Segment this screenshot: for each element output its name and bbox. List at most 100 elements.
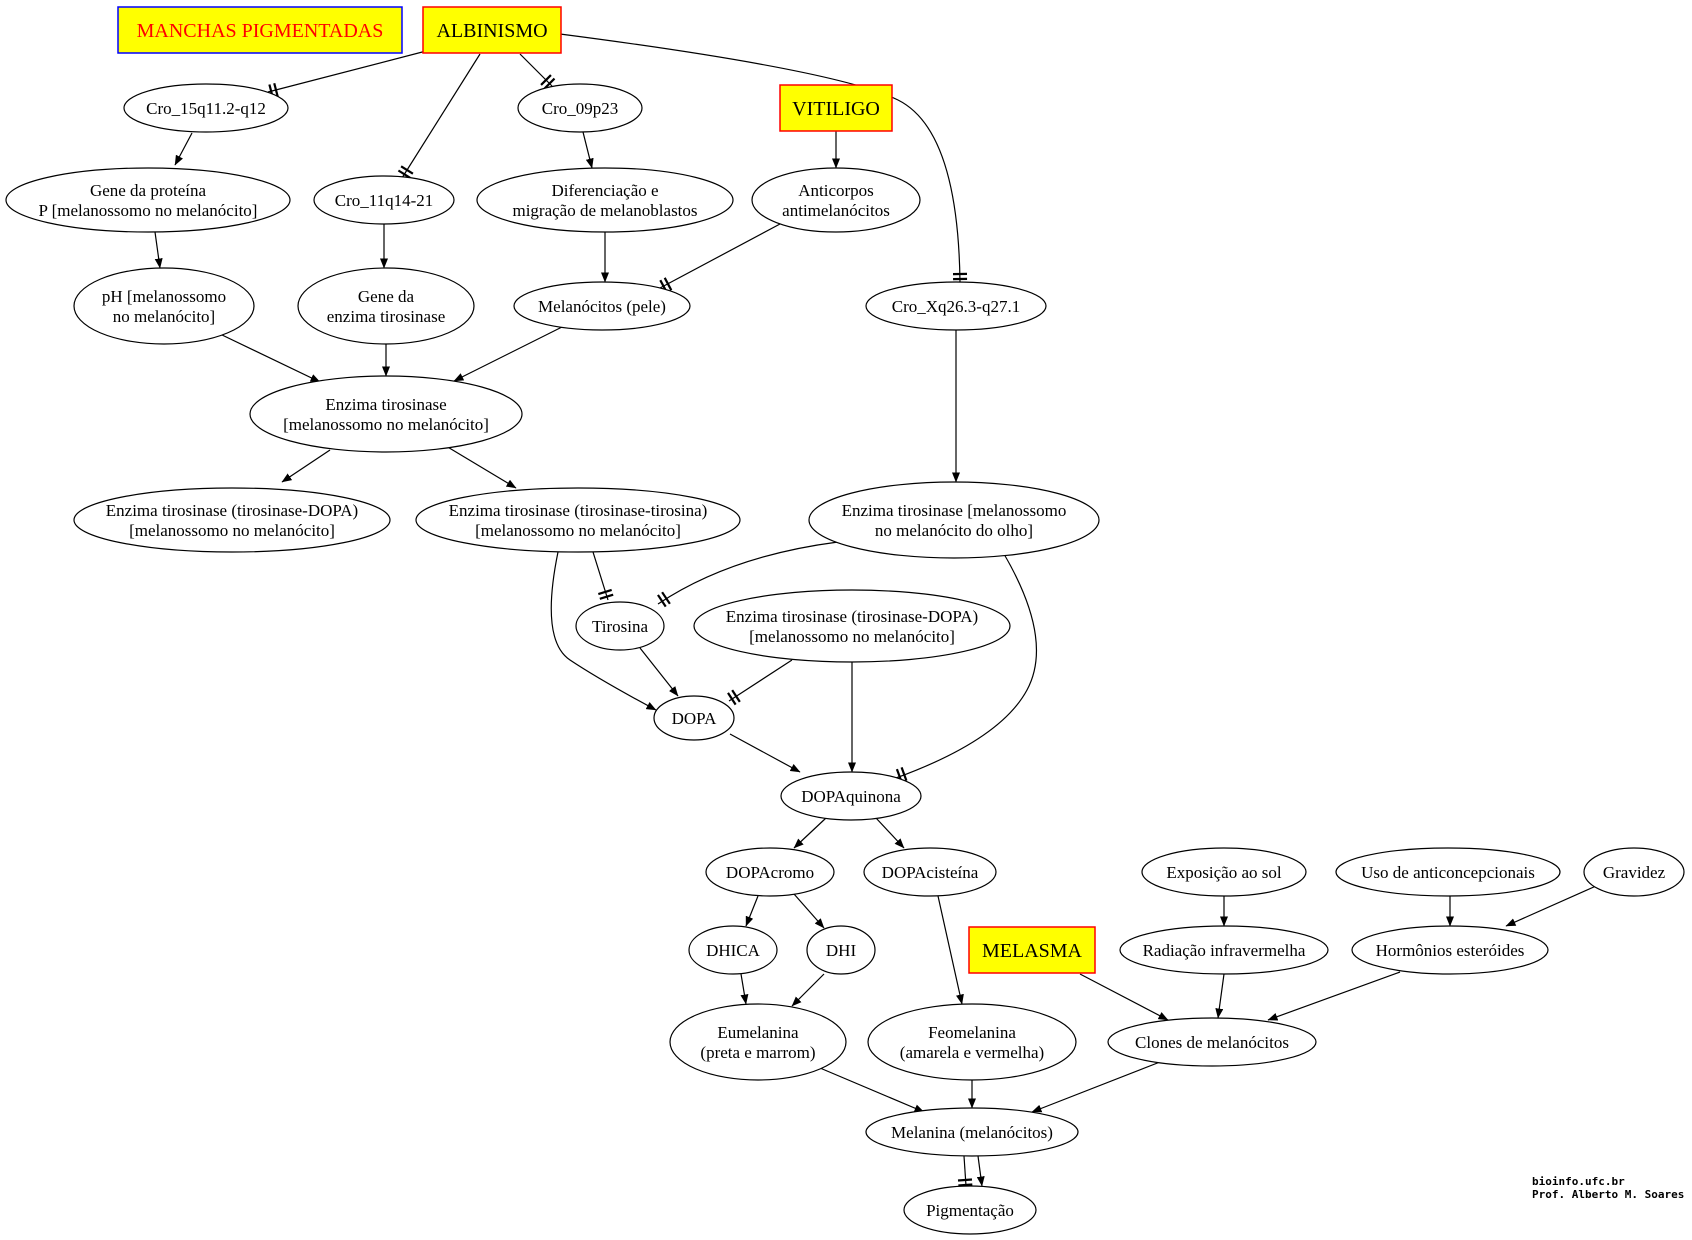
inhibition-mark (727, 692, 737, 706)
node-shape (1107, 1017, 1317, 1067)
edge-clones-melanina (1031, 1061, 1161, 1113)
node-gravidez: Gravidez (1583, 847, 1685, 897)
node-label: Gene da (358, 287, 415, 306)
node-label: Enzima tirosinase (tirosinase-DOPA) (106, 501, 358, 520)
node-shape (1351, 925, 1549, 975)
box-shape (779, 84, 893, 132)
edge-dhi-eumelanina (791, 973, 825, 1007)
node-shape (1119, 925, 1329, 975)
node-shape (867, 1003, 1077, 1081)
node-label: Enzima tirosinase (325, 395, 446, 414)
node-shape (313, 175, 455, 225)
node-label: Enzima tirosinase [melanossomo (842, 501, 1067, 520)
inhibition-mark (657, 594, 667, 608)
box-shape (117, 6, 403, 54)
node-shape (780, 771, 922, 821)
inhibition-mark (543, 77, 556, 90)
inhibition-mark (661, 591, 671, 605)
node-shape (705, 847, 835, 897)
node-shape (513, 281, 691, 331)
node-label: Uso de anticoncepcionais (1361, 863, 1535, 882)
box-label: ALBINISMO (436, 20, 547, 42)
node-shape (73, 267, 255, 345)
box-manchas: MANCHAS PIGMENTADAS (117, 6, 403, 54)
node-shape (123, 83, 289, 133)
edge-enzima_tir-tir_dopa1 (281, 449, 331, 483)
edge-albinismo-cro11 (401, 53, 481, 179)
node-label: Tirosina (592, 617, 649, 636)
edge-dhica-eumelanina (740, 973, 749, 1005)
edge-tirosina-dopa (639, 647, 679, 697)
inhibition-mark (273, 82, 279, 98)
node-label: Cro_15q11.2-q12 (146, 99, 266, 118)
edge-dopacromo-dhica (745, 895, 759, 927)
node-label: migração de melanoblastos (512, 201, 697, 220)
node-feomelanina: Feomelanina(amarela e vermelha) (867, 1003, 1077, 1081)
node-label: Enzima tirosinase (tirosinase-tirosina) (449, 501, 708, 520)
edge-tir_olho-tirosina (657, 541, 839, 605)
edge-tir_olho-dopaquinona (895, 553, 1037, 779)
node-dopacromo: DOPAcromo (705, 847, 835, 897)
node-label: Feomelanina (928, 1023, 1016, 1042)
node-shape (73, 487, 391, 553)
inhibition-mark (731, 689, 741, 703)
node-pigmentacao: Pigmentação (903, 1185, 1037, 1235)
credit-author: Prof. Alberto M. Soares (1532, 1188, 1684, 1201)
edge-albinismo-croX (559, 33, 961, 283)
node-shape (249, 375, 523, 453)
node-label: DHI (826, 941, 857, 960)
node-shape (751, 167, 921, 233)
node-croX: Cro_Xq26.3-q27.1 (865, 281, 1047, 331)
edge-dopaquinona-dopacromo (793, 817, 827, 849)
node-label: DOPAcisteína (882, 863, 979, 882)
node-shape (517, 83, 643, 133)
node-tirosina: Tirosina (575, 601, 665, 651)
credit-site: bioinfo.ufc.br (1532, 1175, 1625, 1188)
node-label: enzima tirosinase (327, 307, 446, 326)
edge-dopacisteina-feomelanina (937, 895, 964, 1005)
node-tir_tir: Enzima tirosinase (tirosinase-tirosina)[… (415, 487, 741, 553)
node-label: Cro_11q14-21 (335, 191, 434, 210)
node-label: Radiação infravermelha (1143, 941, 1306, 960)
edge-radiacao-clones (1215, 973, 1225, 1019)
node-melanina: Melanina (melanócitos) (865, 1107, 1079, 1157)
node-label: (amarela e vermelha) (900, 1043, 1044, 1062)
node-cro09: Cro_09p23 (517, 83, 643, 133)
node-label: pH [melanossomo (102, 287, 226, 306)
edge-dopacromo-dhi (793, 893, 825, 929)
node-shape (669, 1003, 847, 1081)
box-albinismo: ALBINISMO (422, 6, 562, 54)
inhibition-mark (900, 767, 908, 781)
node-label: no melanócito] (113, 307, 215, 326)
inhibition-mark (400, 165, 414, 175)
edges (154, 33, 1597, 1187)
node-label: antimelanócitos (782, 201, 890, 220)
node-label: no melanócito do olho] (875, 521, 1033, 540)
node-label: [melanossomo no melanócito] (283, 415, 489, 434)
node-label: Hormônios esteróides (1376, 941, 1525, 960)
node-radiacao: Radiação infravermelha (1119, 925, 1329, 975)
node-eumelanina: Eumelanina(preta e marrom) (669, 1003, 847, 1081)
node-dhica: DHICA (688, 925, 778, 975)
edge-gene_p-ph (154, 231, 163, 269)
node-shape (297, 267, 475, 345)
node-label: DOPA (672, 709, 717, 728)
node-label: Cro_Xq26.3-q27.1 (892, 297, 1020, 316)
edge-anticorpos-melanocitos_pele (659, 223, 781, 289)
node-label: Clones de melanócitos (1135, 1033, 1289, 1052)
edge-melanina-pigmentacao (976, 1155, 985, 1187)
edge-ph-enzima_tir (219, 333, 321, 383)
node-label: Exposição ao sol (1166, 863, 1281, 882)
node-cro15: Cro_15q11.2-q12 (123, 83, 289, 133)
node-label: [melanossomo no melanócito] (475, 521, 681, 540)
node-label: DHICA (706, 941, 761, 960)
inhibition-mark (958, 1183, 973, 1187)
node-cro11: Cro_11q14-21 (313, 175, 455, 225)
node-label: DOPAquinona (801, 787, 901, 806)
node-label: Melanócitos (pele) (538, 297, 666, 316)
box-label: MANCHAS PIGMENTADAS (137, 20, 384, 42)
